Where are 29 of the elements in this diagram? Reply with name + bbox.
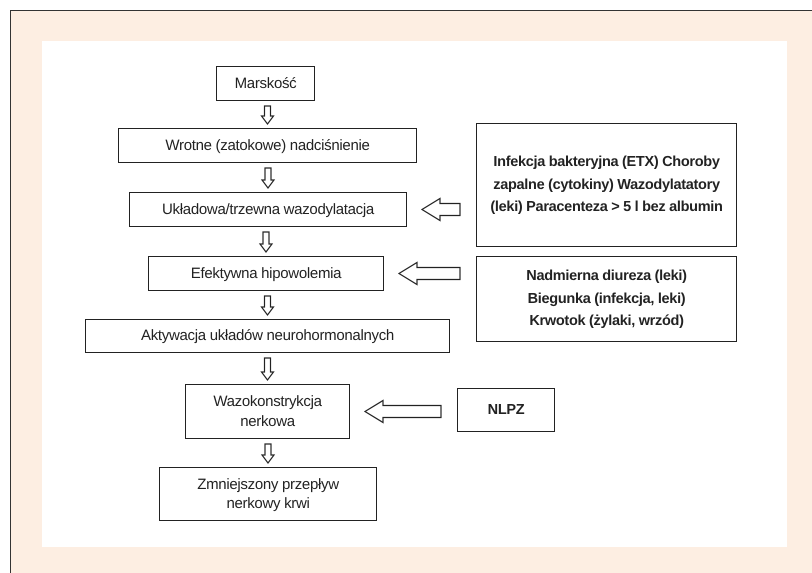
box-text: Marskość <box>234 74 298 94</box>
process-box <box>159 467 377 521</box>
process-box <box>457 388 555 432</box>
box-text: Nadmierna diureza (leki) Biegunka (infekcja, leki) Krwotok (żylaki, wrzód) <box>525 267 688 332</box>
block-arrow <box>260 167 276 189</box>
block-arrow <box>364 399 442 424</box>
block-arrow <box>260 443 276 464</box>
process-box <box>85 319 450 353</box>
block-arrow <box>258 231 274 253</box>
box-text: Aktywacja układów neurohormonalnych <box>140 326 395 346</box>
box-text: Wazokonstrykcja nerkowa <box>212 392 323 431</box>
process-box <box>185 384 350 439</box>
box-text: Zmniejszony przepływ nerkowy krwi <box>196 474 340 514</box>
process-box <box>118 128 417 163</box>
process-box <box>476 123 737 247</box>
block-arrow <box>260 105 275 125</box>
box-text: Infekcja bakteryjna (ETX) Choroby zapalne (cytokiny) Wazodylatatory (leki) Paracenteza > 5 l bez albumin <box>489 153 724 218</box>
box-text: Efektywna hipowolemia <box>190 264 342 284</box>
box-text: Wrotne (zatokowe) nadciśnienie <box>164 136 371 156</box>
process-box <box>129 192 407 227</box>
process-box <box>476 256 737 342</box>
box-text: Układowa/trzewna wazodylatacja <box>161 200 376 220</box>
block-arrow <box>398 261 461 286</box>
block-arrow <box>420 197 461 222</box>
box-text: NLPZ <box>486 400 526 420</box>
block-arrow <box>260 295 275 316</box>
block-arrow <box>260 357 275 381</box>
process-box <box>148 256 384 291</box>
process-box <box>216 66 315 101</box>
